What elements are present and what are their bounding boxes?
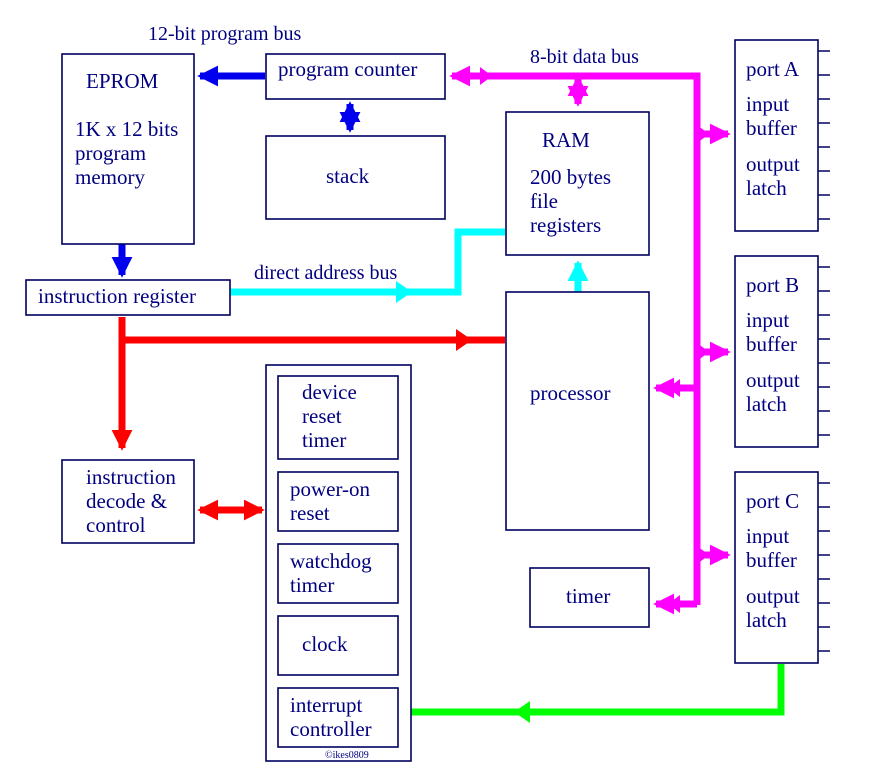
device-reset-line-1: device	[302, 380, 357, 404]
watchdog-line-2: timer	[290, 573, 334, 597]
ram-title: RAM	[542, 128, 590, 152]
port-c-line-1: input	[746, 524, 789, 548]
timer-label: timer	[566, 584, 610, 608]
interrupt-controller-block	[277, 687, 399, 748]
ram-line-1: 200 bytes	[530, 165, 611, 189]
eprom-line-3: memory	[75, 165, 145, 189]
port-b-title: port B	[746, 273, 799, 297]
processor-block: processor	[505, 291, 650, 531]
device-reset-timer-block	[277, 375, 399, 460]
port-a-line-4: latch	[746, 176, 787, 200]
port-b-block: port B input buffer output latch	[734, 255, 830, 448]
direct-address-bus-label: direct address bus	[254, 262, 398, 284]
data-bus-label: 8-bit data bus	[530, 46, 639, 68]
decode-line-1: instruction	[86, 465, 176, 489]
port-a-line-3: output	[746, 152, 800, 176]
direct-address-bus-arrowhead	[396, 281, 412, 303]
port-c-pins	[818, 482, 830, 652]
port-c-line-4: latch	[746, 608, 787, 632]
program-bus-label: 12-bit program bus	[148, 23, 302, 45]
direct-address-bus-line	[230, 228, 505, 296]
stack-label: stack	[326, 164, 370, 188]
support-circuits-group: device reset timer power-on reset watchd…	[265, 364, 412, 762]
eprom-block: EPROM 1K x 12 bits program memory	[61, 53, 195, 245]
port-c-line-3: output	[746, 584, 800, 608]
eprom-line-2: program	[75, 141, 146, 165]
decode-line-2: decode &	[86, 489, 167, 513]
port-b-line-4: latch	[746, 392, 787, 416]
clock-label: clock	[302, 632, 348, 656]
device-reset-line-3: timer	[302, 428, 346, 452]
port-b-line-1: input	[746, 308, 789, 332]
port-c-title: port C	[746, 489, 799, 513]
port-a-line-2: buffer	[746, 116, 797, 140]
decode-line-3: control	[86, 513, 146, 537]
processor-label: processor	[530, 381, 610, 405]
device-reset-line-2: reset	[302, 404, 342, 428]
watchdog-timer-block	[277, 543, 399, 604]
port-c-block: port C input buffer output latch	[734, 471, 830, 664]
clock-block	[277, 615, 399, 676]
copyright-text: ©ikes0809	[325, 750, 369, 761]
power-on-line-1: power-on	[290, 477, 371, 501]
interrupt-line-arrowhead	[514, 701, 530, 723]
program-counter-label: program counter	[278, 57, 417, 81]
port-a-line-1: input	[746, 92, 789, 116]
port-b-line-3: output	[746, 368, 800, 392]
interrupt-line-2: controller	[290, 717, 372, 741]
instruction-decode-block: instruction decode & control	[61, 459, 195, 544]
data-bus-trunk	[463, 72, 701, 605]
port-b-pins	[818, 266, 830, 436]
control-to-processor-arrowhead	[456, 329, 472, 351]
port-a-title: port A	[746, 57, 800, 81]
instruction-register-label: instruction register	[38, 284, 196, 308]
ram-line-3: registers	[530, 213, 601, 237]
port-a-block: port A input buffer output latch	[734, 39, 830, 232]
power-on-reset-block	[277, 471, 399, 532]
port-a-pins	[818, 50, 830, 220]
interrupt-line-1: interrupt	[290, 693, 362, 717]
eprom-line-1: 1K x 12 bits	[75, 117, 178, 141]
timer-block: timer	[529, 567, 650, 628]
program-counter-block: program counter	[265, 53, 446, 100]
watchdog-line-1: watchdog	[290, 549, 372, 573]
stack-block: stack	[265, 135, 446, 220]
ram-line-2: file	[530, 189, 558, 213]
port-b-line-2: buffer	[746, 332, 797, 356]
power-on-line-2: reset	[290, 501, 330, 525]
port-c-line-2: buffer	[746, 548, 797, 572]
instruction-register-block: instruction register	[25, 279, 231, 316]
interrupt-line	[411, 664, 785, 716]
ram-block: RAM 200 bytes file registers	[505, 111, 650, 256]
eprom-title: EPROM	[86, 69, 159, 93]
